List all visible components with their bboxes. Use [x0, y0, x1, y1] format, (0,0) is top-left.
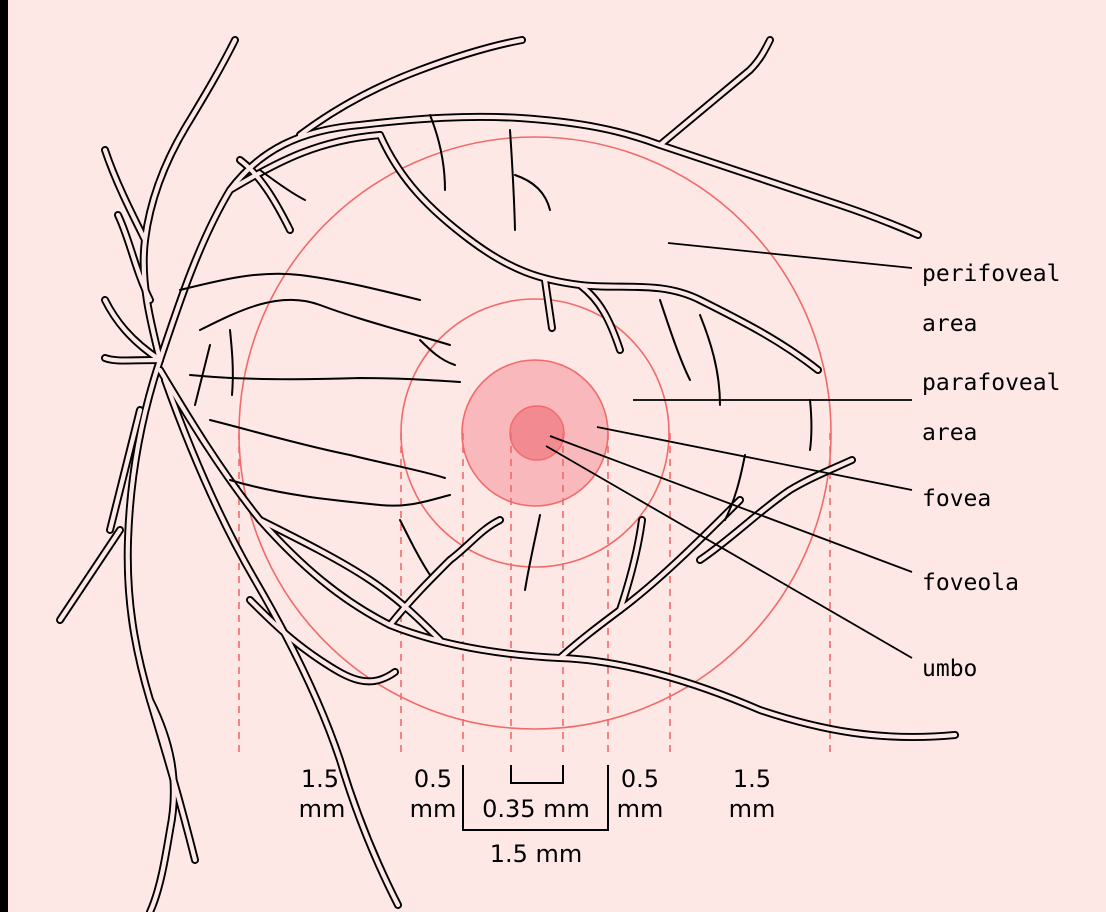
measure-left-inner-unit: mm	[410, 795, 457, 823]
measure-left-inner-value: 0.5	[414, 765, 452, 793]
label-umbo: umbo	[922, 656, 977, 682]
label-fovea: fovea	[922, 486, 991, 512]
label-parafoveal-line1: parafoveal	[922, 370, 1060, 396]
measure-right-inner-unit: mm	[617, 795, 664, 823]
vessel-lumen-24	[105, 358, 160, 361]
label-perifoveal-line1: perifoveal	[922, 261, 1060, 287]
label-parafoveal-line2: area	[922, 420, 977, 446]
measure-right-inner-value: 0.5	[621, 765, 659, 793]
measure-right-outer-value: 1.5	[733, 765, 771, 793]
measure-right-outer-unit: mm	[729, 795, 776, 823]
measure-left-outer-value: 1.5	[301, 765, 339, 793]
measure-fovea-width: 1.5 mm	[490, 840, 583, 868]
measure-left-outer-unit: mm	[299, 795, 346, 823]
measure-center: 0.35 mm	[482, 795, 590, 823]
label-perifoveal-line2: area	[922, 311, 977, 337]
label-foveola: foveola	[922, 570, 1019, 596]
left-border-bar	[0, 0, 8, 912]
